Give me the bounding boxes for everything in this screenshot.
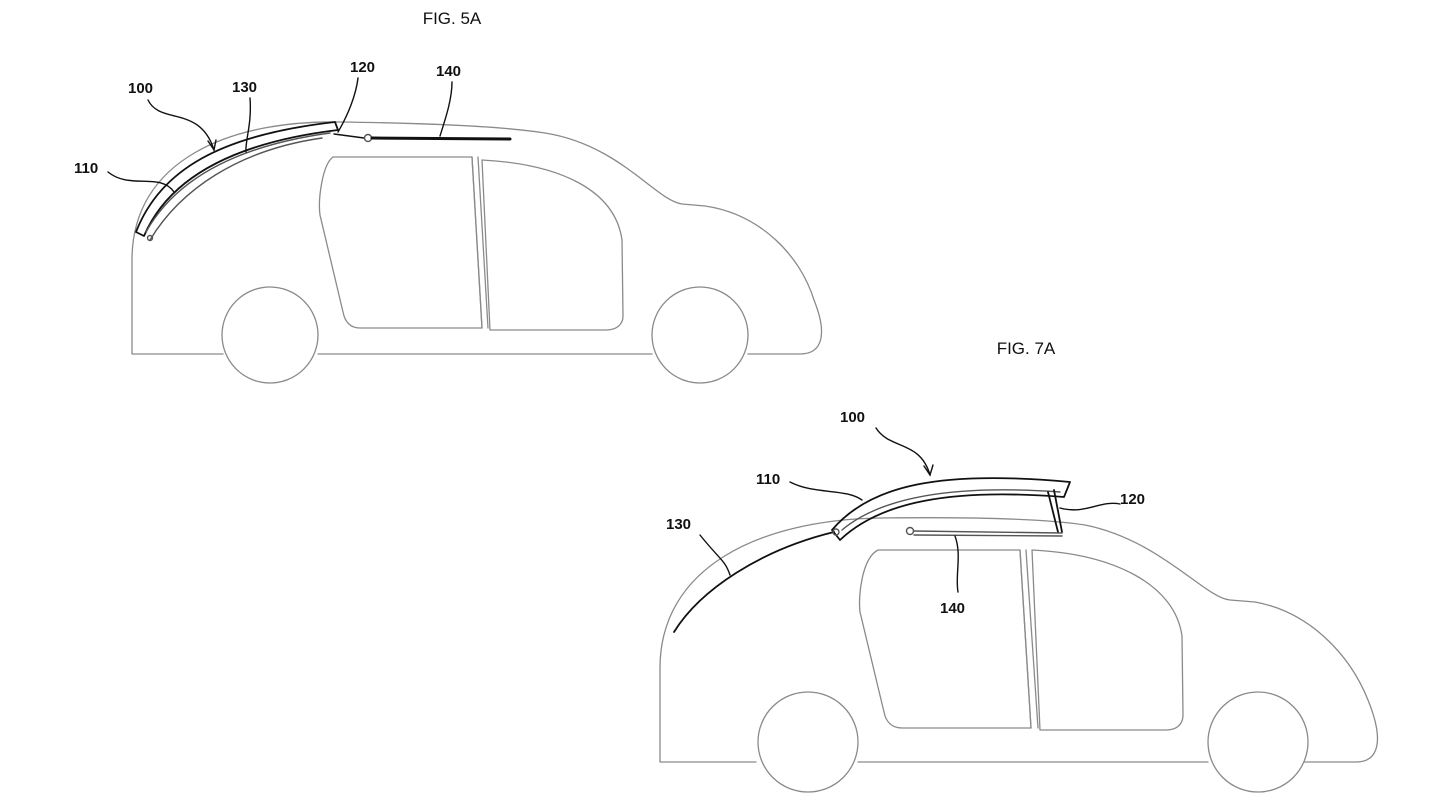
leaders-7a	[699, 427, 1121, 593]
figure-7a: FIG. 7A	[659, 339, 1379, 793]
panel-inner-7a	[841, 489, 1061, 531]
ref-120-7a: 120	[1120, 491, 1145, 508]
ref-130-5a: 130	[232, 79, 257, 96]
leaders-5a	[107, 77, 453, 193]
pivot-140-7a	[905, 526, 915, 536]
leader-140-5a	[439, 81, 453, 137]
rear-wheel-7a	[757, 691, 859, 793]
actuator-140-7a	[913, 530, 1063, 537]
leader-140-7a	[954, 535, 959, 593]
car-outline-7a	[659, 517, 1379, 763]
ref-100-5a: 100	[128, 80, 153, 97]
b-pillar-5a	[471, 156, 489, 329]
leader-110-5a	[107, 171, 175, 193]
ref-110-7a: 110	[756, 471, 780, 488]
roof-panel-7a	[831, 477, 1071, 541]
leader-100-7a	[875, 427, 931, 476]
ref-110-5a: 110	[74, 160, 98, 177]
ref-140-7a: 140	[940, 600, 965, 617]
ref-100-7a: 100	[840, 409, 865, 426]
leader-120-5a	[337, 77, 359, 133]
car-outline-5a	[131, 121, 823, 355]
link-120-5a	[333, 133, 365, 139]
car-body-7a	[659, 517, 1379, 793]
strut-120-7a	[1047, 489, 1063, 533]
pivot-120-5a	[363, 133, 373, 143]
rail-130-7a	[673, 531, 835, 633]
leader-130-7a	[699, 534, 731, 576]
figure-7a-title: FIG. 7A	[997, 339, 1056, 358]
front-wheel-7a	[1207, 691, 1309, 793]
rail-130-5a	[149, 137, 323, 241]
leader-110-7a	[789, 481, 863, 501]
ref-120-5a: 120	[350, 59, 375, 76]
leader-100-5a-arrowhead	[207, 139, 217, 152]
front-window-5a	[481, 159, 624, 331]
rear-window-5a	[318, 156, 483, 329]
leader-100-7a-arrowhead	[923, 464, 934, 477]
rear-wheel-5a	[221, 286, 319, 384]
mechanism-5a	[333, 133, 512, 143]
panel-110-5a	[135, 121, 339, 237]
leader-100-5a	[147, 99, 215, 151]
figure-5a: FIG. 5A	[74, 9, 823, 384]
mechanism-7a	[673, 526, 1063, 633]
leader-120-7a	[1059, 502, 1121, 511]
pivot-130-7a	[832, 528, 840, 536]
panel-inner-5a	[145, 132, 331, 233]
rail-end-5a	[146, 234, 154, 242]
figure-5a-title: FIG. 5A	[423, 9, 482, 28]
leader-130-5a	[245, 97, 252, 153]
actuator-140-5a	[370, 136, 512, 141]
b-pillar-7a	[1019, 549, 1039, 729]
car-body-5a	[131, 121, 823, 384]
front-window-7a	[1031, 549, 1184, 731]
roof-panel-5a	[135, 121, 339, 242]
panel-110-7a	[831, 477, 1071, 541]
front-wheel-5a	[651, 286, 749, 384]
rear-window-7a	[858, 549, 1032, 729]
ref-130-7a: 130	[666, 516, 691, 533]
ref-140-5a: 140	[436, 63, 461, 80]
